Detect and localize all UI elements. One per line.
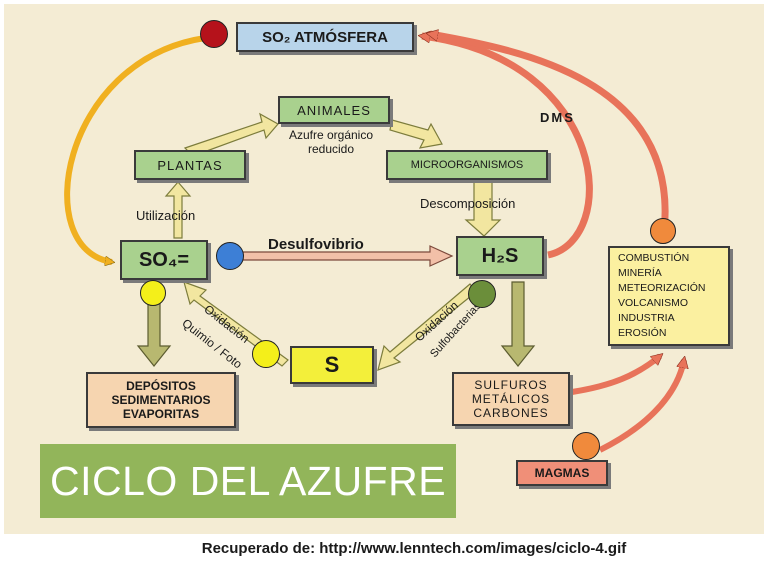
azufre-organico-line-2: reducido [307,142,355,156]
marker-dot-yellow-s [252,340,280,368]
marker-dot-orange-top [650,218,676,244]
node-s-label: S [324,352,340,377]
sulfuros-line-3: CARBONES [473,406,549,420]
node-s: S [290,346,374,384]
marker-dot-blue [216,242,244,270]
arrow-so4-to-h2s [241,245,454,267]
sulfuros-line-2: METÁLICOS [471,392,551,406]
sulfuros-line-1: SULFUROS [474,378,548,392]
arrow-h2s-to-so2 [422,36,593,259]
label-desulfovibrio: Desulfovibrio [268,236,364,253]
marker-dot-yellow-so4 [140,280,166,306]
node-plantas-label: PLANTAS [157,157,223,173]
marker-dot-olive [468,280,496,308]
node-sulfuros: SULFUROS METÁLICOS CARBONES [452,372,570,426]
combustion-line-6: EROSIÓN [618,327,667,339]
arrow-sulfuros-to-combustion [571,356,660,395]
azufre-organico-line-1: Azufre orgánico [288,128,374,142]
title-band: CICLO DEL AZUFRE [40,444,456,518]
label-utilizacion: Utilización [136,208,196,223]
node-so2-label: SO₂ ATMÓSFERA [262,28,388,46]
label-dms: DMS [540,110,575,125]
marker-dot-orange-bottom [572,432,600,460]
source-note: Recuperado de: http://www.lenntech.com/i… [201,540,627,557]
node-magmas-label: MAGMAS [534,466,590,480]
node-combustion: COMBUSTIÓN MINERÍA METEORIZACIÓN VOLCANI… [608,246,730,346]
node-so4-label: SO₄= [138,248,190,271]
marker-dot-red [200,20,228,48]
combustion-line-3: METEORIZACIÓN [618,282,706,294]
combustion-line-4: VOLCANISMO [618,297,689,309]
arrow-h2s-to-s [377,283,477,371]
arrow-so4-to-plantas [164,181,192,239]
combustion-line-1: COMBUSTIÓN [618,252,690,264]
node-h2s: H₂S [456,236,544,276]
slide-title: CICLO DEL AZUFRE [50,457,447,504]
arrow-micro-to-h2s [464,179,502,237]
node-micro-label: MICROORGANISMOS [410,159,524,171]
combustion-line-5: INDUSTRIA [618,312,675,324]
node-depositos: DEPÓSITOS SEDIMENTARIOS EVAPORITAS [86,372,236,428]
node-plantas: PLANTAS [134,150,246,180]
node-h2s-label: H₂S [481,244,519,267]
arrow-so2-to-so4 [64,35,206,262]
node-so2-atmosfera: SO₂ ATMÓSFERA [236,22,414,52]
node-so4: SO₄= [120,240,208,280]
label-azufre-organico: Azufre orgánico reducido [266,128,396,156]
arrow-magmas-to-combustion [598,360,684,453]
combustion-line-2: MINERÍA [618,267,662,279]
depositos-line-1: DEPÓSITOS [126,379,196,393]
label-descomposicion: Descomposición [420,196,516,211]
node-animales-label: ANIMALES [297,102,371,118]
arrow-combustion-to-so2 [430,34,669,233]
depositos-line-2: SEDIMENTARIOS [111,393,211,407]
node-magmas: MAGMAS [516,460,608,486]
node-microorganismos: MICROORGANISMOS [386,150,548,180]
arrow-h2s-to-sulfuros [500,281,536,367]
depositos-line-3: EVAPORITAS [122,407,200,421]
node-animales: ANIMALES [278,96,390,124]
arrow-animales-to-micro [389,119,443,149]
